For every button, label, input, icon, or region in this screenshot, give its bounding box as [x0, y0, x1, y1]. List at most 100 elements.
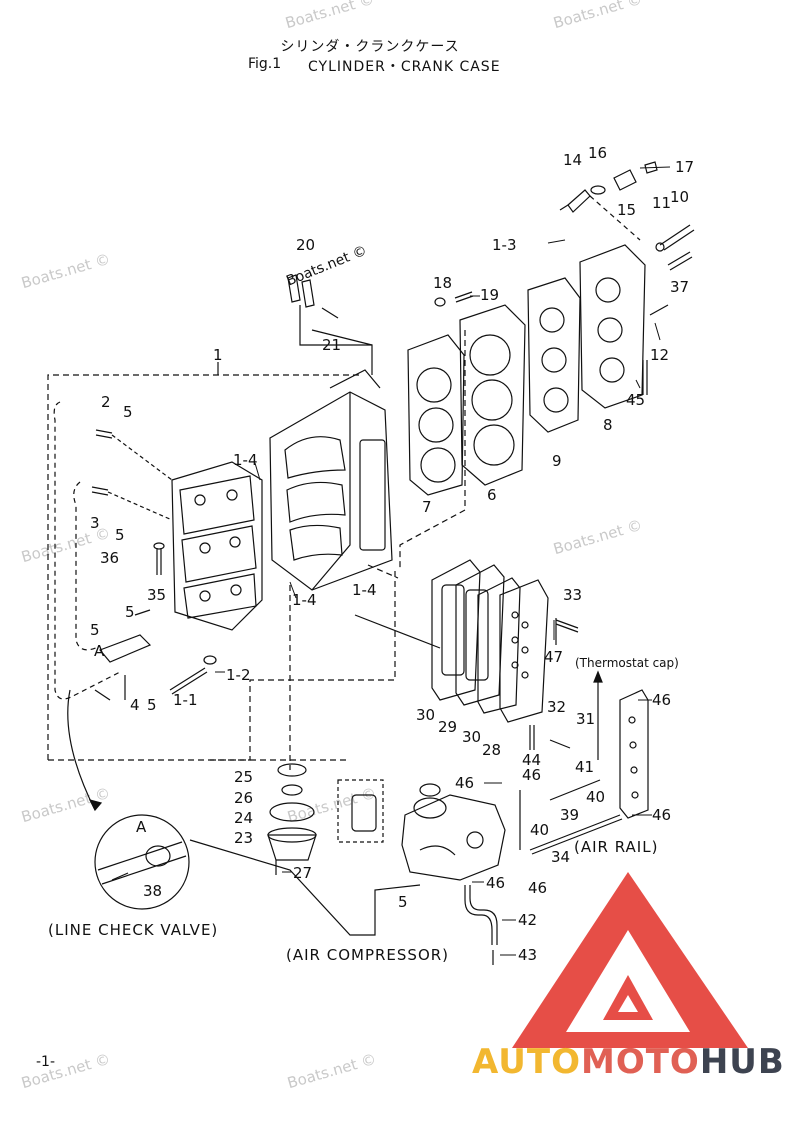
- group-outline-1b: [48, 570, 396, 761]
- logo-part-hub: HUB: [699, 1042, 785, 1082]
- callout-7: 7: [422, 498, 432, 516]
- callout-46: 46: [652, 806, 671, 824]
- callout-41: 41: [575, 758, 594, 776]
- callout-27: 27: [293, 864, 312, 882]
- callout-32: 32: [547, 698, 566, 716]
- callout-5: 5: [123, 403, 133, 421]
- cylinder-block: [171, 461, 263, 631]
- callout-33: 33: [563, 586, 582, 604]
- temperature-sender-group: [559, 161, 658, 241]
- reed-gasket-30a: [431, 559, 481, 701]
- cylinder-head-6: [459, 304, 526, 486]
- leader-line: [94, 689, 111, 701]
- callout-34: 34: [551, 848, 570, 866]
- bolts-reed-area: [529, 618, 579, 750]
- callout-5: 5: [398, 893, 408, 911]
- callout-10: 10: [670, 188, 689, 206]
- callout-1-3: 1-3: [492, 236, 517, 254]
- callout-46: 46: [522, 766, 541, 784]
- leader-line: [354, 614, 441, 649]
- callout-46: 46: [652, 691, 671, 709]
- callout-5: 5: [90, 621, 100, 639]
- japanese-title: シリンダ・クランクケース: [280, 39, 460, 55]
- callout-1-4: 1-4: [233, 451, 258, 469]
- automotohub-logo-mark: [512, 872, 748, 1048]
- callout-30: 30: [416, 706, 435, 724]
- callout-5: 5: [147, 696, 157, 714]
- reed-valve-29: [455, 564, 505, 706]
- callout-30: 30: [462, 728, 481, 746]
- callout-24: 24: [234, 809, 253, 827]
- head-cover-gasket-9: [527, 277, 581, 433]
- callout-47: 47: [544, 648, 563, 666]
- logo-part-moto: MOTO: [580, 1042, 700, 1082]
- callout-45: 45: [626, 391, 645, 409]
- pins-20-21: [287, 274, 373, 375]
- callout-46: 46: [455, 774, 474, 792]
- note-line-check-valve: (LINE CHECK VALVE): [48, 921, 218, 939]
- leader-dashed: [367, 564, 399, 579]
- reed-gasket-30b: [477, 577, 521, 714]
- detail-line-check-valve: [94, 814, 190, 910]
- callout-1-2: 1-2: [226, 666, 251, 684]
- bolt-1-1: [169, 655, 217, 695]
- callout-5: 5: [125, 603, 135, 621]
- head-gasket-7: [407, 334, 465, 496]
- dashed-loop-b: [73, 481, 101, 651]
- callout-19: 19: [480, 286, 499, 304]
- note-thermostat-cap: (Thermostat cap): [575, 656, 679, 670]
- callout-37: 37: [670, 278, 689, 296]
- logo-part-auto: AUTO: [472, 1042, 581, 1082]
- note-air-rail: (AIR RAIL): [574, 838, 658, 856]
- callout-4: 4: [130, 696, 140, 714]
- air-compressor: [401, 783, 506, 881]
- figure-number: Fig.1: [248, 56, 282, 72]
- leader-dashed: [399, 330, 466, 568]
- callout-8: 8: [603, 416, 613, 434]
- bolt-35: [153, 542, 165, 575]
- air-rail: [519, 670, 649, 855]
- bolt-set-10-11-37: [642, 224, 695, 395]
- callout-40: 40: [530, 821, 549, 839]
- callout-leaders: [215, 166, 671, 956]
- callout-5: 5: [115, 526, 125, 544]
- callout-16: 16: [588, 144, 607, 162]
- callout-2: 2: [101, 393, 111, 411]
- callout-21: 21: [322, 336, 341, 354]
- callout-35: 35: [147, 586, 166, 604]
- page-number: -1-: [36, 1054, 56, 1070]
- callout-36: 36: [100, 549, 119, 567]
- head-cover-8: [579, 244, 646, 409]
- callout-11: 11: [652, 194, 671, 212]
- callout-14: 14: [563, 151, 582, 169]
- callout-12: 12: [650, 346, 669, 364]
- callout-23: 23: [234, 829, 253, 847]
- thermostat-group: [267, 763, 384, 875]
- callout-46: 46: [486, 874, 505, 892]
- callout-15: 15: [617, 201, 636, 219]
- callout-1-4: 1-4: [292, 591, 317, 609]
- hose-42: [464, 885, 498, 965]
- callout-40: 40: [586, 788, 605, 806]
- callout-38: 38: [143, 882, 162, 900]
- callout-20: 20: [296, 236, 315, 254]
- callout-1: 1: [213, 346, 223, 364]
- figure-title: CYLINDER・CRANK CASE: [308, 59, 501, 75]
- callout-9: 9: [552, 452, 562, 470]
- callout-46: 46: [528, 879, 547, 897]
- automotohub-logo-text: AUTOMOTOHUB: [472, 1042, 785, 1082]
- callout-17: 17: [675, 158, 694, 176]
- leader-line: [189, 839, 421, 936]
- crankcase-block: [269, 369, 393, 591]
- callout-6: 6: [487, 486, 497, 504]
- callout-3: 3: [90, 514, 100, 532]
- callout-A: A: [94, 642, 105, 660]
- callout-1-4: 1-4: [352, 581, 377, 599]
- callout-25: 25: [234, 768, 253, 786]
- callout-1-1: 1-1: [173, 691, 198, 709]
- callout-42: 42: [518, 911, 537, 929]
- callout-28: 28: [482, 741, 501, 759]
- callout-39: 39: [560, 806, 579, 824]
